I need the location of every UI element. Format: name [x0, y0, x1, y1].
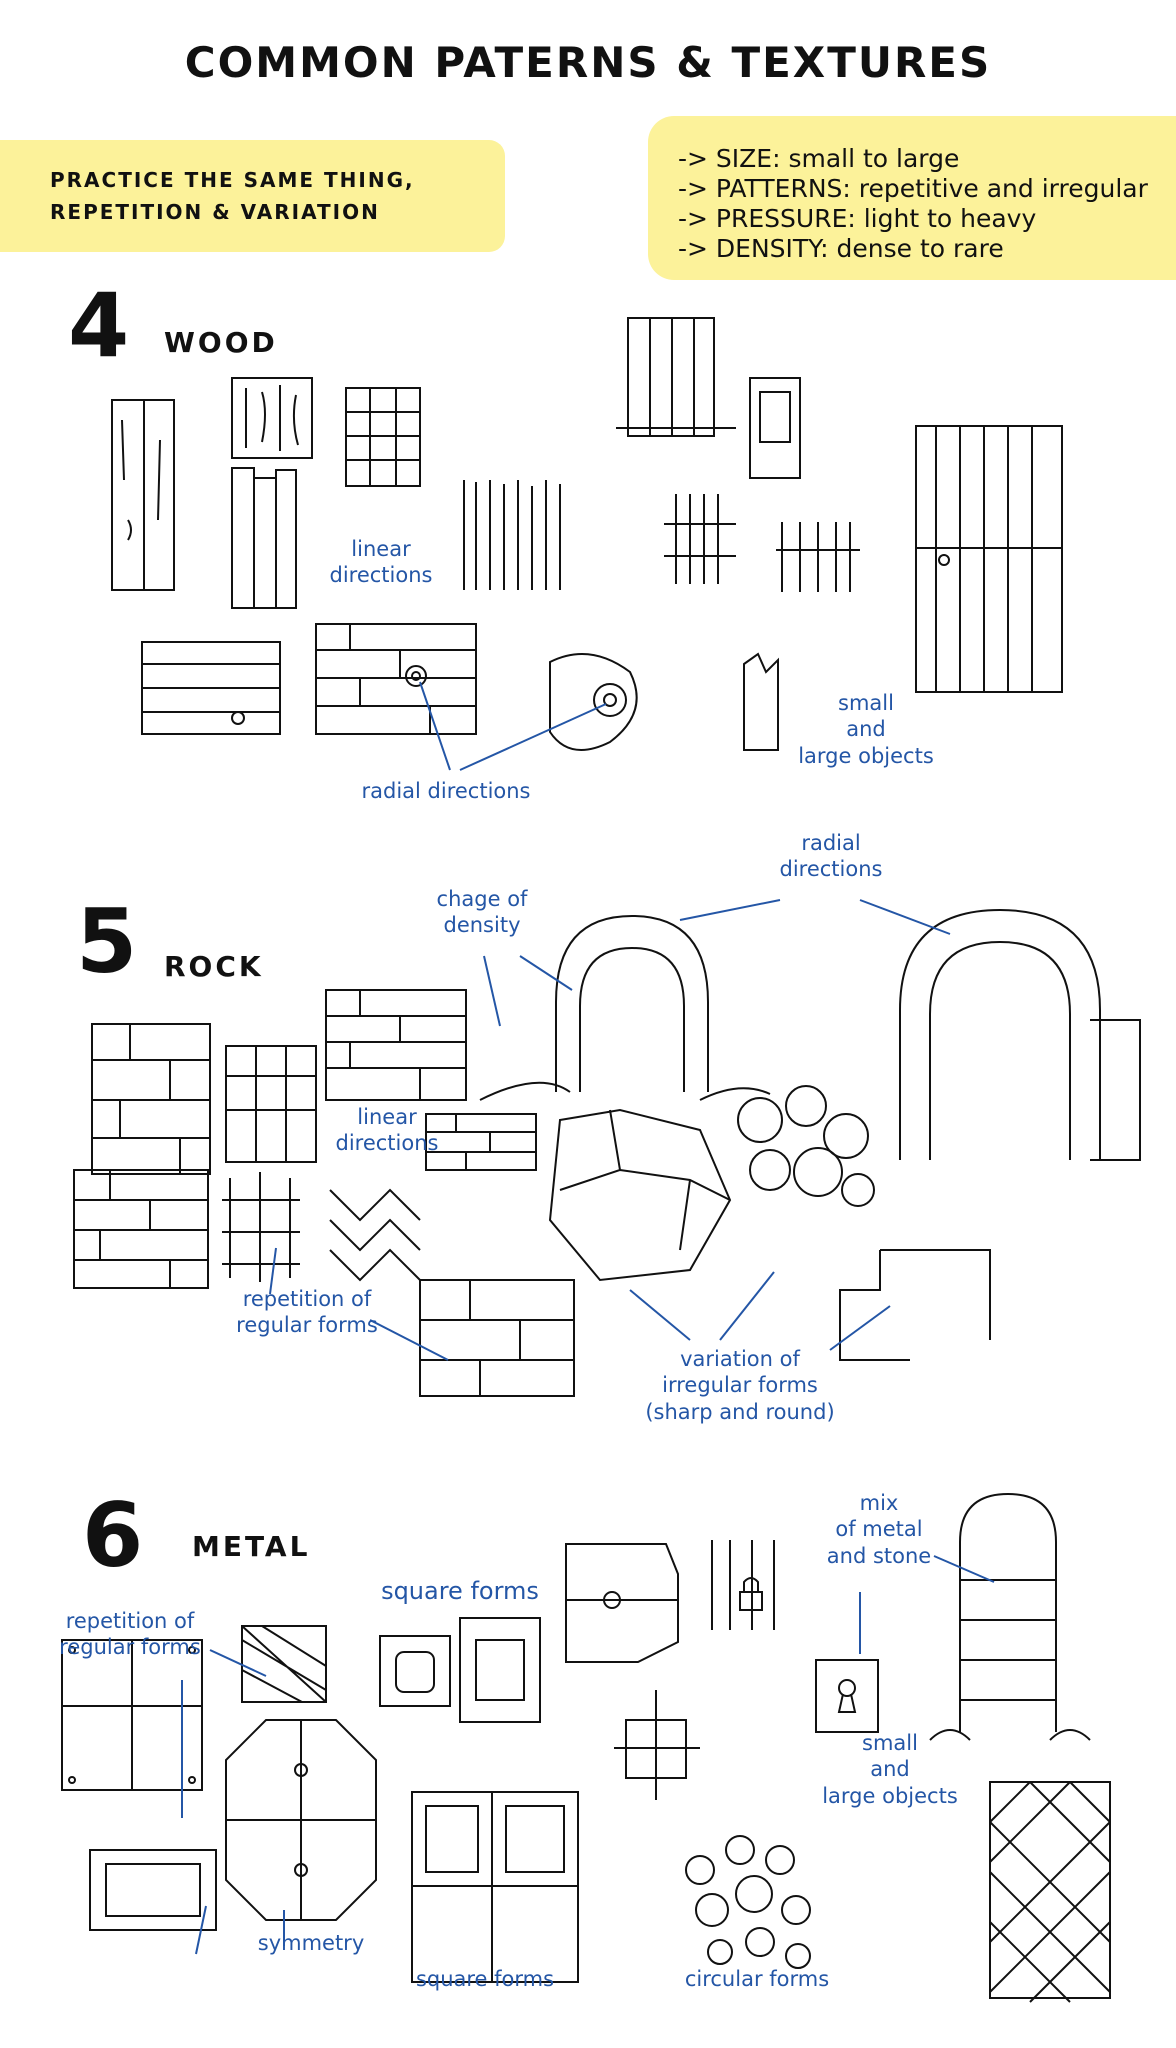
- metal-padlock-door: [711, 1540, 775, 1630]
- rock-brick-wall: [325, 989, 467, 1101]
- rock-block-wall: [91, 1023, 211, 1175]
- metal-hinged-box: [565, 1543, 679, 1663]
- rock-wall-fragment: [419, 1279, 575, 1397]
- page-title: COMMON PATERNS & TEXTURES: [184, 38, 992, 87]
- wood-plank-texture-1: [111, 399, 175, 591]
- metal-repetition-annotation: repetition of regular forms: [59, 1609, 201, 1660]
- metal-square-forms-bottom-annotation: square forms: [415, 1967, 555, 1991]
- rock-density-annotation: chage of density: [436, 887, 528, 938]
- metal-circular-annotation: circular forms: [684, 1967, 830, 1991]
- rock-radial-annotation: radial directions: [779, 831, 883, 882]
- note-size: -> SIZE: small to large: [678, 144, 960, 173]
- rock-sketches: [73, 899, 1141, 1397]
- wood-sketches: [111, 317, 1063, 771]
- wood-log-ends: [315, 623, 477, 735]
- metal-octagon-plate: [225, 1719, 377, 1921]
- wood-grain-texture: [463, 480, 561, 590]
- metal-sketches: [61, 1492, 1111, 2003]
- wood-objects-annotation: small and large objects: [798, 691, 934, 768]
- metal-window-panel: [411, 1791, 579, 1983]
- rock-flagstones: [548, 1108, 732, 1282]
- wood-horizontal-planks: [141, 641, 281, 735]
- wood-fence-small: [664, 494, 860, 592]
- rock-tile-pattern: [225, 1045, 317, 1163]
- section-number-metal: 6: [82, 1484, 144, 1587]
- metal-mix-annotation: mix of metal and stone: [826, 1491, 932, 1568]
- section-name-wood: WOOD: [164, 326, 278, 359]
- rock-linear-annotation: linear directions: [335, 1105, 439, 1156]
- rock-repetition-annotation: repetition of regular forms: [236, 1287, 378, 1338]
- rock-arch-ruin: [479, 914, 771, 1101]
- rock-wall-corner: [839, 1249, 991, 1361]
- metal-riveted-plate: [61, 1639, 203, 1791]
- wood-radial-annotation: radial directions: [361, 779, 531, 803]
- practice-note: PRACTICE THE SAME THING, REPETITION & VA…: [0, 140, 505, 252]
- metal-lattice-door: [989, 1781, 1111, 2003]
- wood-block-texture: [345, 387, 421, 487]
- wood-plank-texture-2: [231, 377, 313, 609]
- wood-stump-cluster: [549, 653, 638, 751]
- wood-window-frame: [749, 377, 801, 479]
- metal-objects-annotation: small and large objects: [822, 1731, 958, 1808]
- wood-linear-annotation: linear directions: [329, 537, 433, 588]
- section-name-metal: METAL: [192, 1530, 311, 1563]
- metal-framed-plate: [89, 1849, 217, 1931]
- wood-shutter: [616, 317, 736, 437]
- note-density: -> DENSITY: dense to rare: [678, 234, 1004, 263]
- rock-cobblestones: [737, 1085, 875, 1207]
- metal-stone-door: [929, 1492, 1091, 1741]
- section-name-rock: ROCK: [164, 950, 264, 983]
- rock-small-bricks: [425, 1113, 537, 1171]
- rock-stone-arch: [899, 908, 1141, 1161]
- metal-square-forms-top-annotation: square forms: [381, 1577, 539, 1605]
- metal-circular-rivets: [685, 1835, 811, 1969]
- note-pressure: -> PRESSURE: light to heavy: [678, 204, 1037, 233]
- practice-note-line-1: PRACTICE THE SAME THING,: [50, 168, 415, 192]
- rock-herringbone: [329, 1188, 421, 1282]
- metal-square-panel-2: [459, 1617, 541, 1723]
- rock-variation-annotation: variation of irregular forms (sharp and …: [645, 1347, 835, 1424]
- metal-square-panel-1: [379, 1635, 451, 1707]
- metal-keyhole-plate: [815, 1659, 879, 1733]
- metal-diamond-plate: [241, 1625, 327, 1703]
- rock-grid-pattern: [222, 1172, 300, 1282]
- practice-note-line-2: REPETITION & VARIATION: [50, 200, 380, 224]
- wood-broken-plank: [743, 652, 779, 751]
- metal-symmetry-annotation: symmetry: [257, 1931, 365, 1955]
- wood-door: [915, 425, 1063, 693]
- section-number-wood: 4: [68, 274, 130, 377]
- variation-note: -> SIZE: small to large -> PATTERNS: rep…: [648, 116, 1176, 280]
- metal-bracket: [614, 1690, 700, 1800]
- rock-dark-bricks: [73, 1169, 209, 1289]
- section-number-rock: 5: [76, 890, 138, 993]
- note-patterns: -> PATTERNS: repetitive and irregular: [678, 174, 1148, 203]
